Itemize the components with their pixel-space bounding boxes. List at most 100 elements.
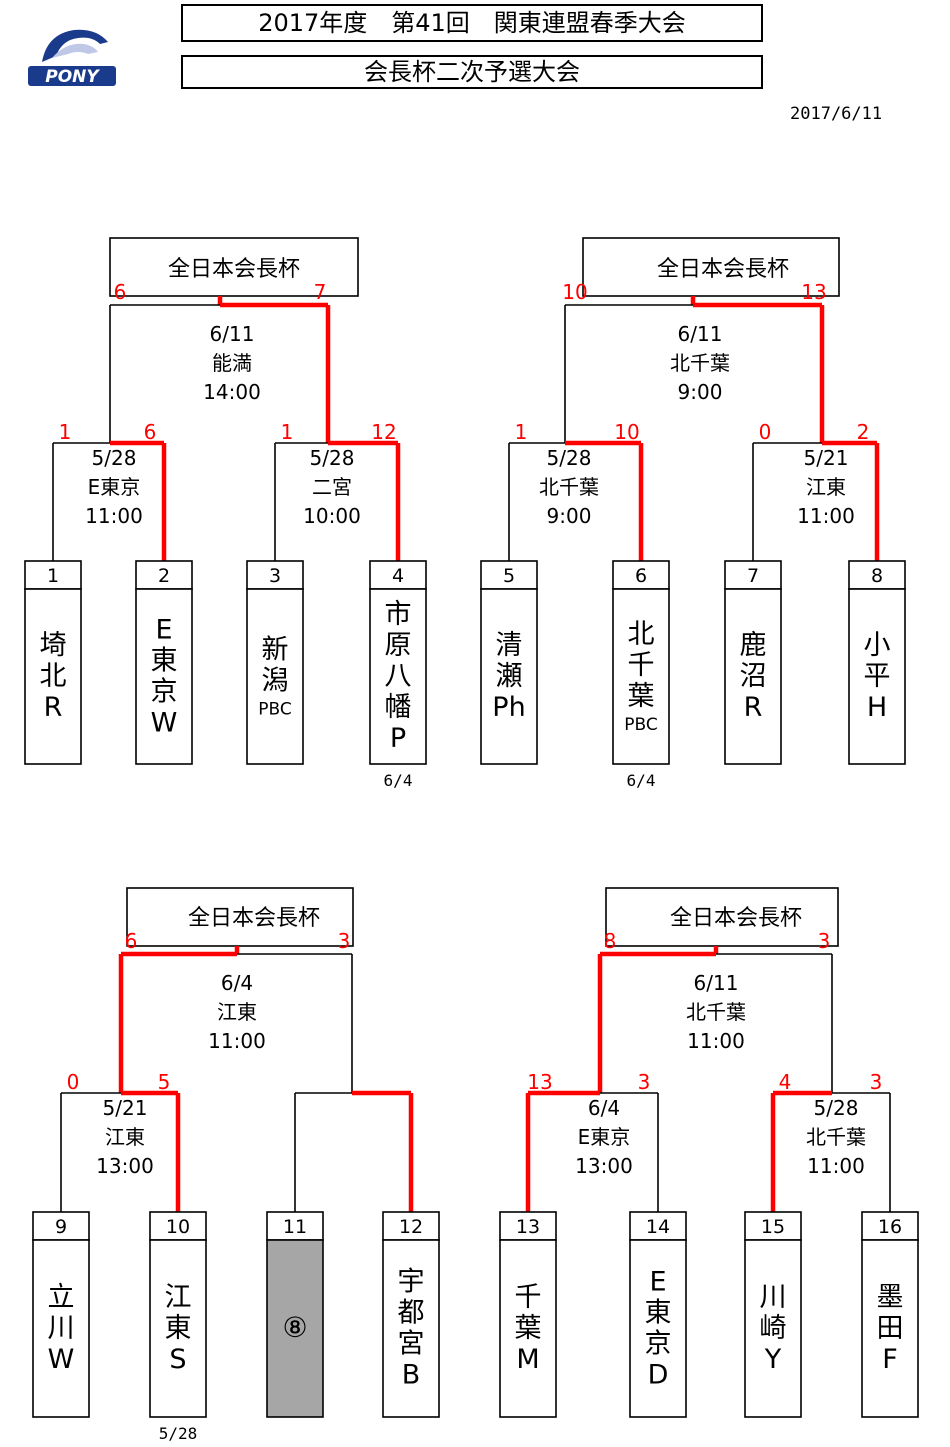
- semi-score-left: 1: [515, 420, 528, 444]
- team-number-box: [499, 1211, 557, 1241]
- team-name-char: 葉: [628, 681, 655, 712]
- team-number: 8: [871, 565, 883, 587]
- semi-venue: 北千葉: [806, 1125, 866, 1149]
- team-box: [499, 1239, 557, 1418]
- semi-score-left: 0: [67, 1070, 80, 1094]
- final-label: 全日本会長杯: [657, 257, 789, 282]
- team-box: [135, 588, 193, 765]
- semi-time: 9:00: [547, 504, 592, 528]
- semi-score-right: 3: [638, 1070, 651, 1094]
- team-name-char: 立: [48, 1282, 75, 1313]
- team-number-box: [612, 560, 670, 590]
- team-number: 5: [503, 565, 515, 587]
- team-number: 15: [761, 1216, 785, 1238]
- team-name-char: 八: [385, 661, 412, 692]
- team-name-char: 都: [398, 1298, 425, 1329]
- team-number: 11: [283, 1216, 307, 1238]
- team-name-char: F: [882, 1344, 898, 1375]
- team-number: 4: [392, 565, 404, 587]
- semi-score-right: 3: [870, 1070, 883, 1094]
- team-number-box: [848, 560, 906, 590]
- final-time: 9:00: [678, 380, 723, 404]
- team-name-char: E: [155, 615, 172, 646]
- report-date: 2017/6/11: [790, 104, 883, 124]
- team-name-char: 京: [645, 1329, 672, 1360]
- team-name-char: E: [649, 1267, 666, 1298]
- semi-score-left: 0: [759, 420, 772, 444]
- final-label-box: [605, 887, 839, 947]
- team-name-char: 東: [165, 1313, 192, 1344]
- final-venue: 江東: [217, 1000, 257, 1024]
- semi-venue: E東京: [578, 1125, 631, 1149]
- semi-date: 5/21: [804, 446, 849, 470]
- team-number: 3: [269, 565, 281, 587]
- bye-slot: [266, 1239, 324, 1418]
- team-number-box: [382, 1211, 440, 1241]
- team-number-box: [32, 1211, 90, 1241]
- semi-time: 11:00: [797, 504, 855, 528]
- team-name-char: W: [151, 708, 178, 739]
- team-number: 7: [747, 565, 759, 587]
- final-score-right: 3: [338, 929, 351, 953]
- semi-score-right: 2: [857, 420, 870, 444]
- team-name-char: 市: [385, 599, 412, 630]
- semi-date: 5/21: [103, 1096, 148, 1120]
- team-name-char: W: [48, 1344, 75, 1375]
- final-score-left: 6: [125, 929, 138, 953]
- team-number: 10: [166, 1216, 190, 1238]
- team-name-char: 川: [48, 1313, 75, 1344]
- semi-venue: 江東: [806, 475, 846, 499]
- final-label: 全日本会長杯: [670, 906, 802, 931]
- team-box: [24, 588, 82, 765]
- semi-score-right: 12: [371, 420, 396, 444]
- team-box: [861, 1239, 919, 1418]
- semi-venue: E東京: [88, 475, 141, 499]
- team-number: 2: [158, 565, 170, 587]
- final-date: 6/11: [210, 322, 255, 346]
- final-date: 6/11: [694, 971, 739, 995]
- team-name-char: 千: [515, 1282, 542, 1313]
- semi-time: 13:00: [575, 1154, 633, 1178]
- team-name-char: 清: [496, 630, 523, 661]
- semi-time: 11:00: [85, 504, 143, 528]
- team-note: 6/4: [384, 771, 413, 790]
- final-score-right: 7: [314, 280, 327, 304]
- team-name-char: 小: [864, 630, 891, 661]
- team-name-char: 北: [628, 619, 655, 650]
- final-label: 全日本会長杯: [168, 257, 300, 282]
- team-name-char: B: [402, 1360, 421, 1391]
- team-number: 16: [878, 1216, 902, 1238]
- final-score-left: 10: [562, 280, 587, 304]
- team-number: 9: [55, 1216, 67, 1238]
- team-number-box: [724, 560, 782, 590]
- team-box: [612, 588, 670, 765]
- team-note: 6/4: [627, 771, 656, 790]
- final-score-left: 6: [114, 280, 127, 304]
- team-name-suffix: PBC: [258, 700, 292, 720]
- semi-time: 13:00: [96, 1154, 154, 1178]
- team-number-box: [24, 560, 82, 590]
- semi-date: 5/28: [814, 1096, 859, 1120]
- semi-score-left: 1: [59, 420, 72, 444]
- team-number-box: [629, 1211, 687, 1241]
- team-number: 6: [635, 565, 647, 587]
- semi-score-left: 1: [281, 420, 294, 444]
- team-name-char: 川: [760, 1282, 787, 1313]
- team-box: [149, 1239, 207, 1418]
- logo-text: PONY: [45, 67, 100, 87]
- semi-score-left: 4: [779, 1070, 792, 1094]
- team-name-char: P: [390, 723, 406, 754]
- team-name-char: R: [44, 692, 63, 723]
- team-number-box: [480, 560, 538, 590]
- team-name-char: 宇: [398, 1267, 425, 1298]
- team-name-char: 東: [645, 1298, 672, 1329]
- team-name-char: 宮: [398, 1329, 425, 1360]
- semi-venue: 北千葉: [539, 475, 599, 499]
- team-box: [724, 588, 782, 765]
- team-name-char: 鹿: [740, 630, 767, 661]
- tournament-subtitle: 会長杯二次予選大会: [181, 55, 763, 89]
- team-name-char: Y: [764, 1344, 782, 1375]
- team-name-char: 原: [385, 630, 412, 661]
- team-name-char: ⑧: [282, 1311, 307, 1344]
- semi-score-right: 5: [158, 1070, 171, 1094]
